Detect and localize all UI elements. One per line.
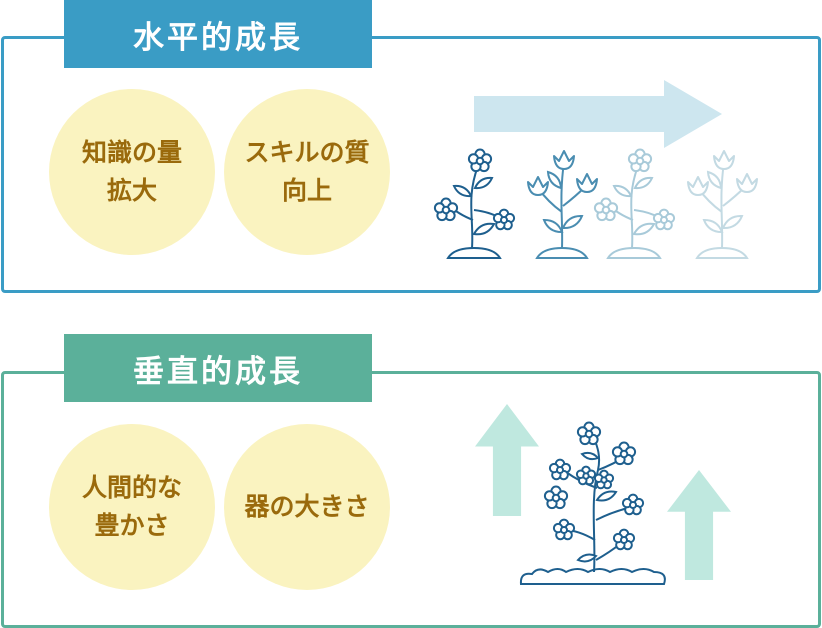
- humanity-circle-line2: 豊かさ: [94, 511, 170, 540]
- leaf-icon: [595, 490, 618, 502]
- bud-icon: [527, 176, 549, 196]
- bud-icon: [576, 173, 598, 193]
- bud-icon: [713, 150, 735, 170]
- vertical-growth-title: 垂直的成長: [64, 334, 372, 402]
- soil-mound-icon: [535, 246, 589, 259]
- humanity-circle-line1: 人間的な: [81, 473, 182, 502]
- soil-mound-icon: [446, 246, 502, 259]
- flower-plant-icon: [433, 148, 516, 259]
- flower-icon: [611, 441, 637, 466]
- budding-plant-icon: [527, 150, 598, 259]
- bud-icon: [553, 150, 575, 170]
- flower-icon: [492, 208, 516, 231]
- flower-icon: [593, 469, 615, 490]
- right-arrow-icon: [474, 80, 722, 148]
- leaf-icon: [473, 176, 494, 190]
- leaf-icon: [561, 214, 584, 230]
- skill-circle-line2: 向上: [281, 176, 332, 205]
- horizontal-growth-title: 水平的成長: [64, 0, 372, 68]
- leaf-icon: [721, 214, 744, 230]
- leaf-icon: [472, 222, 496, 236]
- skill-circle: スキルの質 向上: [224, 89, 390, 255]
- flower-plant-icon: [593, 148, 676, 259]
- flower-icon: [543, 485, 569, 510]
- flower-icon: [621, 493, 645, 516]
- budding-plant-icon: [687, 150, 758, 259]
- leaf-icon: [542, 218, 564, 234]
- flower-icon: [612, 528, 636, 551]
- bud-icon: [687, 176, 709, 196]
- flower-icon: [652, 208, 676, 231]
- flower-icon: [575, 465, 597, 486]
- growing-plants-row-icon: [433, 148, 758, 259]
- knowledge-circle-line2: 拡大: [106, 176, 157, 205]
- leaf-icon: [702, 218, 724, 234]
- knowledge-circle: 知識の量 拡大: [49, 89, 215, 255]
- skill-circle-line1: スキルの質: [244, 138, 370, 167]
- bud-icon: [736, 173, 758, 193]
- flower-icon: [548, 458, 572, 481]
- leaf-icon: [632, 222, 656, 236]
- humanity-circle: 人間的な 豊かさ: [49, 424, 215, 590]
- flower-icon: [552, 518, 576, 541]
- soil-mound-icon: [519, 568, 666, 585]
- leaf-icon: [706, 170, 723, 190]
- knowledge-circle-line1: 知識の量: [81, 138, 182, 167]
- leaf-icon: [612, 184, 633, 198]
- soil-mound-icon: [606, 246, 662, 259]
- leaf-icon: [546, 170, 563, 190]
- up-arrow-icons: [475, 404, 731, 580]
- leaf-icon: [452, 184, 473, 198]
- leaf-icon: [580, 451, 600, 461]
- leaf-icon: [633, 176, 654, 190]
- flower-icon: [593, 197, 619, 222]
- capacity-circle-line1: 器の大きさ: [244, 492, 370, 521]
- flower-icon: [433, 197, 459, 222]
- flower-icon: [576, 421, 602, 446]
- flower-icon: [467, 148, 493, 173]
- soil-mound-icon: [695, 246, 749, 259]
- flower-icon: [627, 148, 653, 173]
- up-arrow-icon: [667, 470, 731, 580]
- arrow-shape: [474, 80, 722, 148]
- tall-flower-plant-icon: [519, 421, 666, 585]
- up-arrow-icon: [475, 404, 539, 516]
- capacity-circle: 器の大きさ: [224, 424, 390, 590]
- leaf-icon: [576, 553, 598, 563]
